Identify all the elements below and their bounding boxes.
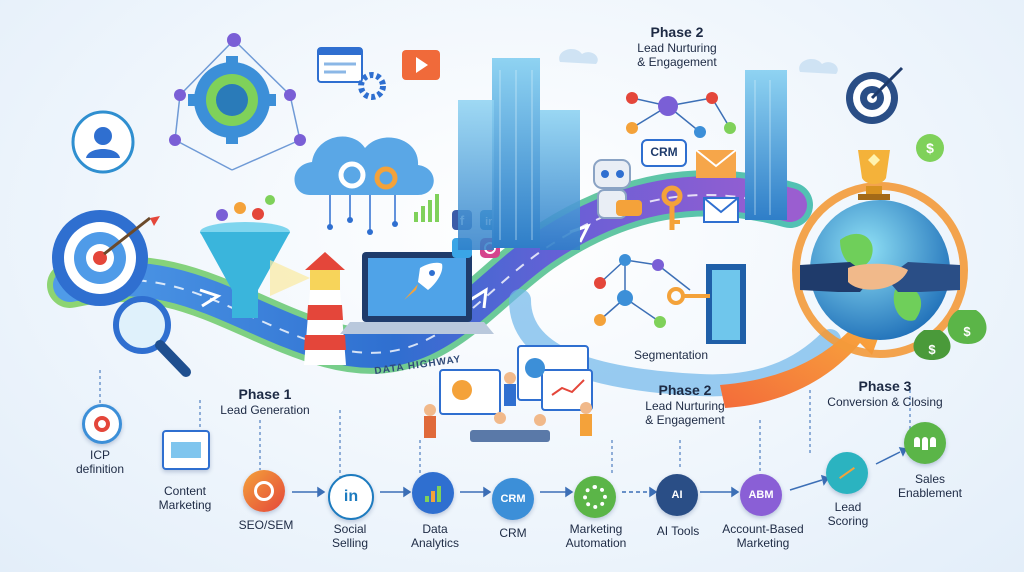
step-arrows — [292, 447, 908, 498]
mini-bar-chart-icon — [414, 194, 439, 222]
segmentation-network-icon — [594, 254, 691, 328]
social-selling-label: Social Selling — [331, 522, 369, 551]
icp-definition-label: ICP definition — [75, 448, 125, 477]
svg-text:$: $ — [926, 140, 934, 156]
network-nodes-icon — [626, 92, 736, 138]
lighthouse-icon — [270, 252, 346, 365]
network-gear-icon — [169, 33, 306, 171]
goal-target-icon — [846, 66, 904, 124]
gear-icon — [358, 72, 386, 100]
key-icon — [661, 185, 683, 230]
content-marketing-label: Content Marketing — [158, 484, 212, 513]
content-marketing-icon — [162, 430, 210, 470]
seo-sem-label: SEO/SEM — [238, 518, 294, 532]
linkedin-icon: in — [328, 474, 374, 520]
video-play-icon — [402, 50, 440, 80]
analytics-chart-icon — [412, 472, 454, 514]
conversion-arrow — [720, 305, 890, 408]
abm-icon: ABM — [740, 474, 782, 516]
svg-text:$: $ — [928, 342, 936, 357]
funnel-icon — [200, 195, 290, 318]
connector-lines — [99, 370, 911, 480]
target-icon — [52, 210, 160, 306]
crm-label: CRM — [499, 526, 527, 540]
cloud-icon — [559, 48, 598, 64]
icp-target-icon — [82, 404, 122, 444]
phase2-top-title: Phase 2 — [650, 24, 704, 40]
cloud-gears-icon — [294, 136, 434, 235]
data-analytics-label: Data Analytics — [410, 522, 460, 551]
robot-icon — [593, 159, 642, 219]
dollar-coin-icon: $ — [916, 134, 944, 162]
crm-bubble-shape — [641, 139, 687, 167]
phase2-top-heading: Phase 2 Lead Nurturing & Engagement — [612, 24, 742, 69]
seo-sem-icon — [243, 470, 285, 512]
email-icon — [695, 149, 739, 223]
laptop-rocket-icon — [340, 252, 494, 334]
phase2-mid-subtitle: Lead Nurturing & Engagement — [645, 398, 725, 427]
globe-handshake-icon — [792, 182, 968, 358]
marketing-automation-label: Marketing Automation — [565, 522, 627, 551]
cloud-icon — [799, 58, 838, 74]
team-dashboard-illustration — [424, 345, 593, 442]
browser-window-icon — [317, 47, 363, 83]
ai-tools-icon: AI — [656, 474, 698, 516]
crm-bubble-label: CRM — [650, 145, 678, 159]
city-buildings — [458, 58, 787, 250]
phase2-top-subtitle: Lead Nurturing & Engagement — [637, 40, 717, 69]
phase1-subtitle: Lead Generation — [220, 402, 310, 417]
trophy-icon — [858, 150, 890, 200]
automation-gear-icon — [574, 476, 616, 518]
account-based-marketing-label: Account-Based Marketing — [722, 522, 804, 551]
phase2-mid-heading: Phase 2 Lead Nurturing & Engagement — [620, 382, 750, 427]
user-profile-icon — [71, 110, 135, 174]
segmentation-label: Segmentation — [633, 348, 709, 362]
phase1-heading: Phase 1 Lead Generation — [205, 386, 325, 417]
magnifier-icon — [113, 296, 191, 377]
lead-scoring-icon — [826, 452, 868, 494]
lead-scoring-label: Lead Scoring — [827, 500, 869, 529]
money-bags-icon: $ $ — [913, 310, 987, 360]
ai-tools-label: AI Tools — [656, 524, 700, 538]
sales-enablement-label: Sales Enablement — [897, 472, 963, 501]
door-key-icon — [667, 264, 746, 344]
phase3-title: Phase 3 — [858, 378, 912, 394]
phase2-mid-title: Phase 2 — [658, 382, 712, 398]
phase3-heading: Phase 3 Conversion & Closing — [810, 378, 960, 409]
svg-text:$: $ — [963, 324, 971, 339]
crm-icon: CRM — [492, 478, 534, 520]
phase3-subtitle: Conversion & Closing — [827, 394, 943, 409]
sales-enablement-icon — [904, 422, 946, 464]
phase1-title: Phase 1 — [238, 386, 292, 402]
